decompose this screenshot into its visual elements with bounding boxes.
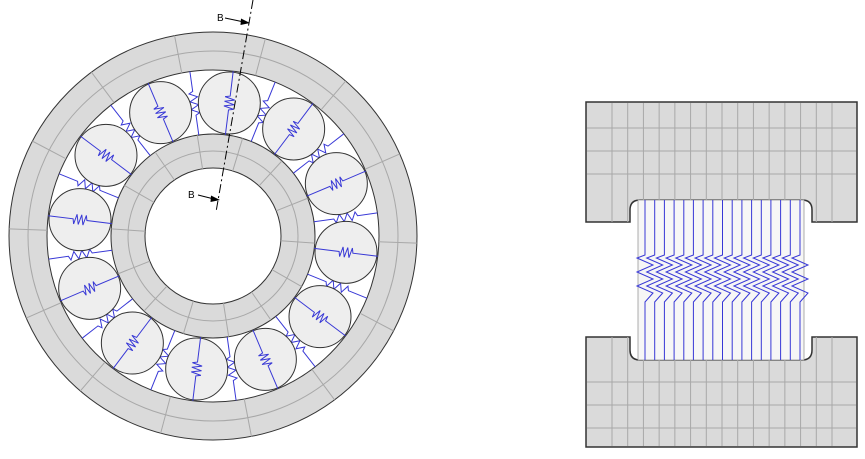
ring-to-ring-spring [110,104,151,156]
ring-segment-line [378,241,417,244]
ring-segment-line [222,303,230,337]
section-arrow-upper [224,17,250,25]
ball-row-section [637,199,805,361]
section-spring-wire [674,200,694,360]
section-mesh-lines [587,103,856,446]
section-spring-wire [635,200,655,360]
section-label-lower: B [188,190,195,201]
ring-segment-line [364,153,400,170]
outer-ring-segment-lines [9,35,417,437]
ring-segment-line [271,269,302,287]
ring-to-ring-spring [150,330,176,391]
ball-contact-spring [147,83,174,143]
ball-contact-spring [314,246,378,258]
section-spring-wire [655,200,674,360]
section-spring-wire [780,200,800,360]
ring-segment-line [182,300,194,334]
ring-segment-line [91,71,115,103]
ball-contact-spring [48,214,112,226]
ring-to-ring-spring [293,133,345,174]
ring-segment-line [32,140,67,160]
section-spring-wire [664,200,684,360]
ring-segment-line [320,80,347,111]
ball-contact-spring [306,170,366,197]
ball-contact-spring [223,71,235,135]
ring-segment-line [275,197,308,212]
section-label-upper: B [217,13,224,24]
ring-segment-line [232,138,244,172]
ring-to-ring-spring [48,248,113,262]
ring-segment-line [160,396,171,434]
bearing-front-view: B B [8,0,418,441]
ring-segment-line [124,185,155,203]
inner-ring-segment-lines [111,135,315,337]
ring-segment-line [111,228,146,232]
inner-ring [110,133,316,339]
ring-to-ring-spring [58,173,119,199]
ring-segment-line [359,312,394,332]
ball-contact-spring [60,275,120,302]
ring-segment-line [26,302,62,319]
rolling-elements [48,71,378,401]
outer-ring-mesh-circle [27,50,399,422]
ring-to-ring-spring [81,298,133,339]
section-spring-wire [645,200,664,360]
section-spring-wire [790,200,810,360]
section-spring-wire [732,200,752,360]
section-arrow-lower [197,194,220,202]
ring-to-ring-spring [250,81,276,142]
ring-segment-line [118,260,151,275]
ring-to-ring-spring [187,71,201,136]
ball-contact-spring [274,103,314,155]
ball-contact-spring [252,329,279,389]
section-spring-wire [703,200,723,360]
ring-segment-line [251,291,272,321]
ring-to-ring-spring [307,273,368,299]
ball-contact-spring [112,317,152,369]
ring-segment-line [280,240,315,244]
ring-segment-line [258,160,283,187]
section-springs [635,200,810,360]
section-spring-wire [722,200,742,360]
ring-segment-line [9,228,48,231]
ring-to-ring-spring [313,210,378,224]
ring-segment-line [243,398,252,437]
bearing-cross-section-view [585,101,858,448]
ring-segment-line [174,35,183,74]
section-spring-wire [684,200,703,360]
ring-to-ring-spring [225,336,239,401]
section-spring-wire [742,200,761,360]
contact-springs [48,71,378,401]
section-spring-wire [761,200,781,360]
ring-segment-line [79,361,106,392]
ring-to-ring-spring [275,316,316,368]
outer-ring [8,31,418,441]
ring-segment-line [154,151,175,181]
section-spring-wire [771,200,790,360]
ring-segment-line [311,369,335,401]
ring-segment-line [255,38,266,76]
section-line-b-b [215,0,254,213]
ball-contact-spring [294,297,346,337]
ball-contact-spring [80,135,132,175]
section-spring-wire [751,200,771,360]
ring-segment-line [143,285,168,312]
section-spring-wire [693,200,713,360]
ball-contact-spring [191,337,203,401]
ring-segment-line [196,135,204,169]
section-spring-wire [713,200,732,360]
inner-ring-mesh-circle [127,150,299,322]
